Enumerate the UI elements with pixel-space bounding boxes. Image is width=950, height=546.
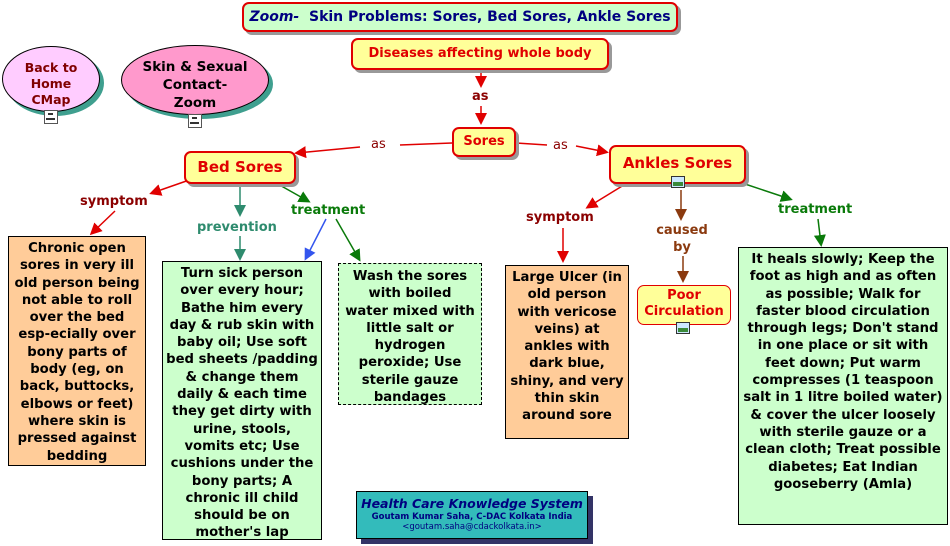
bed-treatment-box: Wash the sores with boiled water mixed w… <box>338 263 482 405</box>
concept-diseases[interactable]: Diseases affecting whole body <box>351 38 609 70</box>
concept-poor-circulation[interactable]: Poor Circulation <box>637 285 731 325</box>
concept-poor-circulation-label: Poor Circulation <box>644 288 724 319</box>
ankle-symptom-box: Large Ulcer (in old person with vericose… <box>505 265 629 439</box>
bed-prevention-text: Turn sick person over every hour; Bathe … <box>166 266 318 541</box>
image-icon[interactable] <box>676 322 690 334</box>
concept-diseases-label: Diseases affecting whole body <box>368 46 592 61</box>
bed-symptom-box: Chronic open sores in very ill old perso… <box>8 236 146 466</box>
bed-symptom-text: Chronic open sores in very ill old perso… <box>14 241 140 464</box>
link-as-1: as <box>472 89 489 104</box>
link-caused-by: caused by <box>656 223 708 255</box>
image-icon[interactable] <box>671 176 685 188</box>
link-treatment-bed: treatment <box>291 203 366 218</box>
footer-credit[interactable]: Health Care Knowledge System Goutam Kuma… <box>356 491 588 539</box>
title-text: Skin Problems: Sores, Bed Sores, Ankle S… <box>308 9 671 25</box>
concept-sores-label: Sores <box>463 134 505 149</box>
ankle-symptom-text: Large Ulcer (in old person with vericose… <box>510 270 624 424</box>
back-to-home-label: Back to Home CMap <box>24 60 78 107</box>
back-to-home-button[interactable]: Back to Home CMap <box>2 46 100 124</box>
concept-bed-sores[interactable]: Bed Sores <box>184 151 296 184</box>
link-symptom-bed: symptom <box>80 194 148 209</box>
link-prevention: prevention <box>197 220 277 235</box>
link-symptom-ankle: symptom <box>526 210 594 225</box>
footer-email[interactable]: <goutam.saha@cdackolkata.in> <box>402 522 542 532</box>
footer-author: Goutam Kumar Saha, C-DAC Kolkata India <box>371 512 573 522</box>
link-as-3: as <box>553 138 568 153</box>
ankle-treatment-box: It heals slowly; Keep the foot as high a… <box>738 247 948 525</box>
skin-sexual-contact-zoom-button[interactable]: Skin & Sexual Contact- Zoom <box>121 45 269 128</box>
cmap-icon[interactable] <box>188 114 202 128</box>
concept-bed-sores-label: Bed Sores <box>197 158 283 176</box>
link-treatment-ankle: treatment <box>778 202 853 217</box>
bed-prevention-box: Turn sick person over every hour; Bathe … <box>162 261 322 540</box>
footer-title: Health Care Knowledge System <box>361 496 583 511</box>
bed-treatment-text: Wash the sores with boiled water mixed w… <box>345 269 475 406</box>
concept-sores[interactable]: Sores <box>452 127 516 157</box>
skin-sexual-contact-label: Skin & Sexual Contact- Zoom <box>142 59 248 111</box>
ankle-treatment-text: It heals slowly; Keep the foot as high a… <box>743 252 943 492</box>
page-title: Zoom- Skin Problems: Sores, Bed Sores, A… <box>242 2 678 32</box>
title-prefix: Zoom- <box>249 9 300 25</box>
cmap-icon[interactable] <box>44 109 58 124</box>
link-as-2: as <box>371 137 386 152</box>
concept-ankles-sores-label: Ankles Sores <box>622 154 733 172</box>
